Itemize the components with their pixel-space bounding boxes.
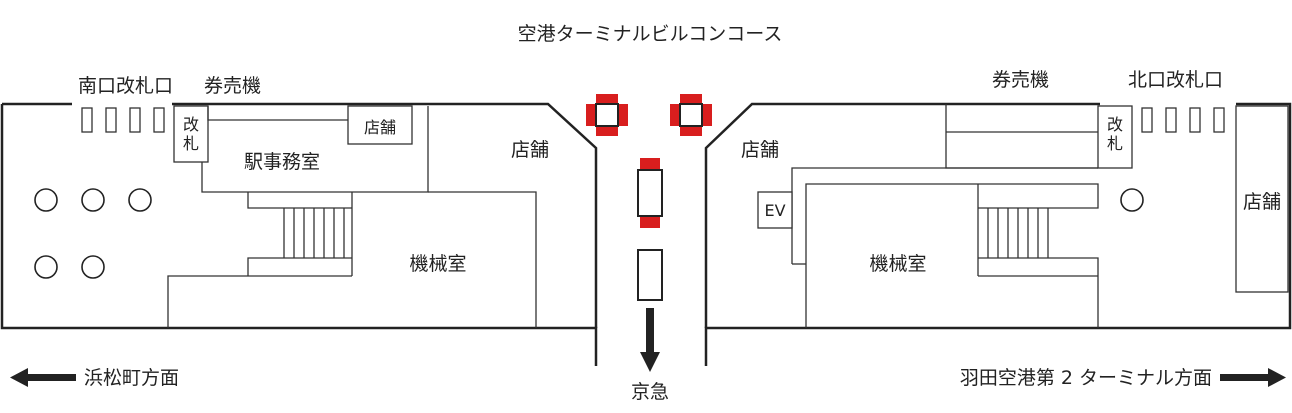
exit-marker-left	[586, 94, 628, 136]
arrow-down-icon	[640, 308, 660, 372]
gate-booth-left	[173, 105, 209, 163]
train-car-marker	[637, 158, 663, 228]
right-block-outline	[704, 102, 1292, 366]
pillar-icon	[81, 255, 105, 279]
station-office-label: 駅事務室	[244, 151, 320, 173]
ticket-machines-left-label: 券売機	[204, 75, 261, 97]
ticket-gates-south	[81, 107, 165, 133]
passage-box	[637, 249, 663, 301]
north-gate-label: 北口改札口	[1128, 69, 1223, 91]
machine-room-left-label: 機械室	[409, 253, 466, 275]
pillar-icon	[34, 255, 58, 279]
gate-icon	[81, 107, 93, 133]
gate-icon	[1213, 107, 1225, 133]
machine-room-right-label: 機械室	[869, 253, 926, 275]
shop-left-label: 店舗	[511, 139, 549, 161]
gate-icon	[1165, 107, 1177, 133]
gate-icon	[153, 107, 165, 133]
arrow-left-icon	[10, 368, 76, 387]
gate-booth-left-label: 改札	[183, 115, 199, 153]
arrow-right-icon	[1220, 368, 1286, 387]
gate-booth-right	[1097, 105, 1133, 169]
stairs-right	[987, 208, 1049, 258]
shop-small-left	[347, 105, 413, 145]
gate-booth-right-label: 改札	[1107, 115, 1123, 153]
direction-left-label: 浜松町方面	[84, 367, 179, 389]
elevator-label: EV	[764, 201, 785, 220]
ticket-machines-right-label: 券売機	[992, 69, 1049, 91]
elevator-box	[757, 191, 793, 229]
ticket-gates-north	[1141, 107, 1225, 133]
label-line: 改	[1107, 115, 1123, 134]
label-line: 改	[183, 115, 199, 134]
south-gate-label: 南口改札口	[78, 75, 173, 97]
stairs-left	[283, 208, 345, 258]
pillar-icon	[128, 188, 152, 212]
left-interior-walls	[167, 105, 537, 328]
gate-icon	[1141, 107, 1153, 133]
concourse-label: 空港ターミナルビルコンコース	[518, 23, 783, 45]
shop-far-right-label: 店舗	[1243, 191, 1281, 213]
left-block-outline	[0, 102, 598, 366]
exit-marker-right	[670, 94, 712, 136]
direction-right-label: 羽田空港第 2 ターミナル方面	[960, 367, 1212, 389]
right-interior-walls	[757, 104, 1289, 328]
gate-icon	[1189, 107, 1201, 133]
gate-icon	[129, 107, 141, 133]
label-line: 札	[1107, 134, 1123, 153]
shop-right-label: 店舗	[741, 139, 779, 161]
gate-icon	[105, 107, 117, 133]
pillar-icon	[81, 188, 105, 212]
direction-down-label: 京急	[631, 381, 669, 403]
label-line: 札	[183, 134, 199, 153]
pillar-icon	[1120, 188, 1144, 212]
shop-small-left-label: 店舗	[364, 118, 396, 137]
pillars-left	[34, 188, 152, 279]
shop-far-right	[1235, 105, 1289, 293]
pillar-icon	[34, 188, 58, 212]
